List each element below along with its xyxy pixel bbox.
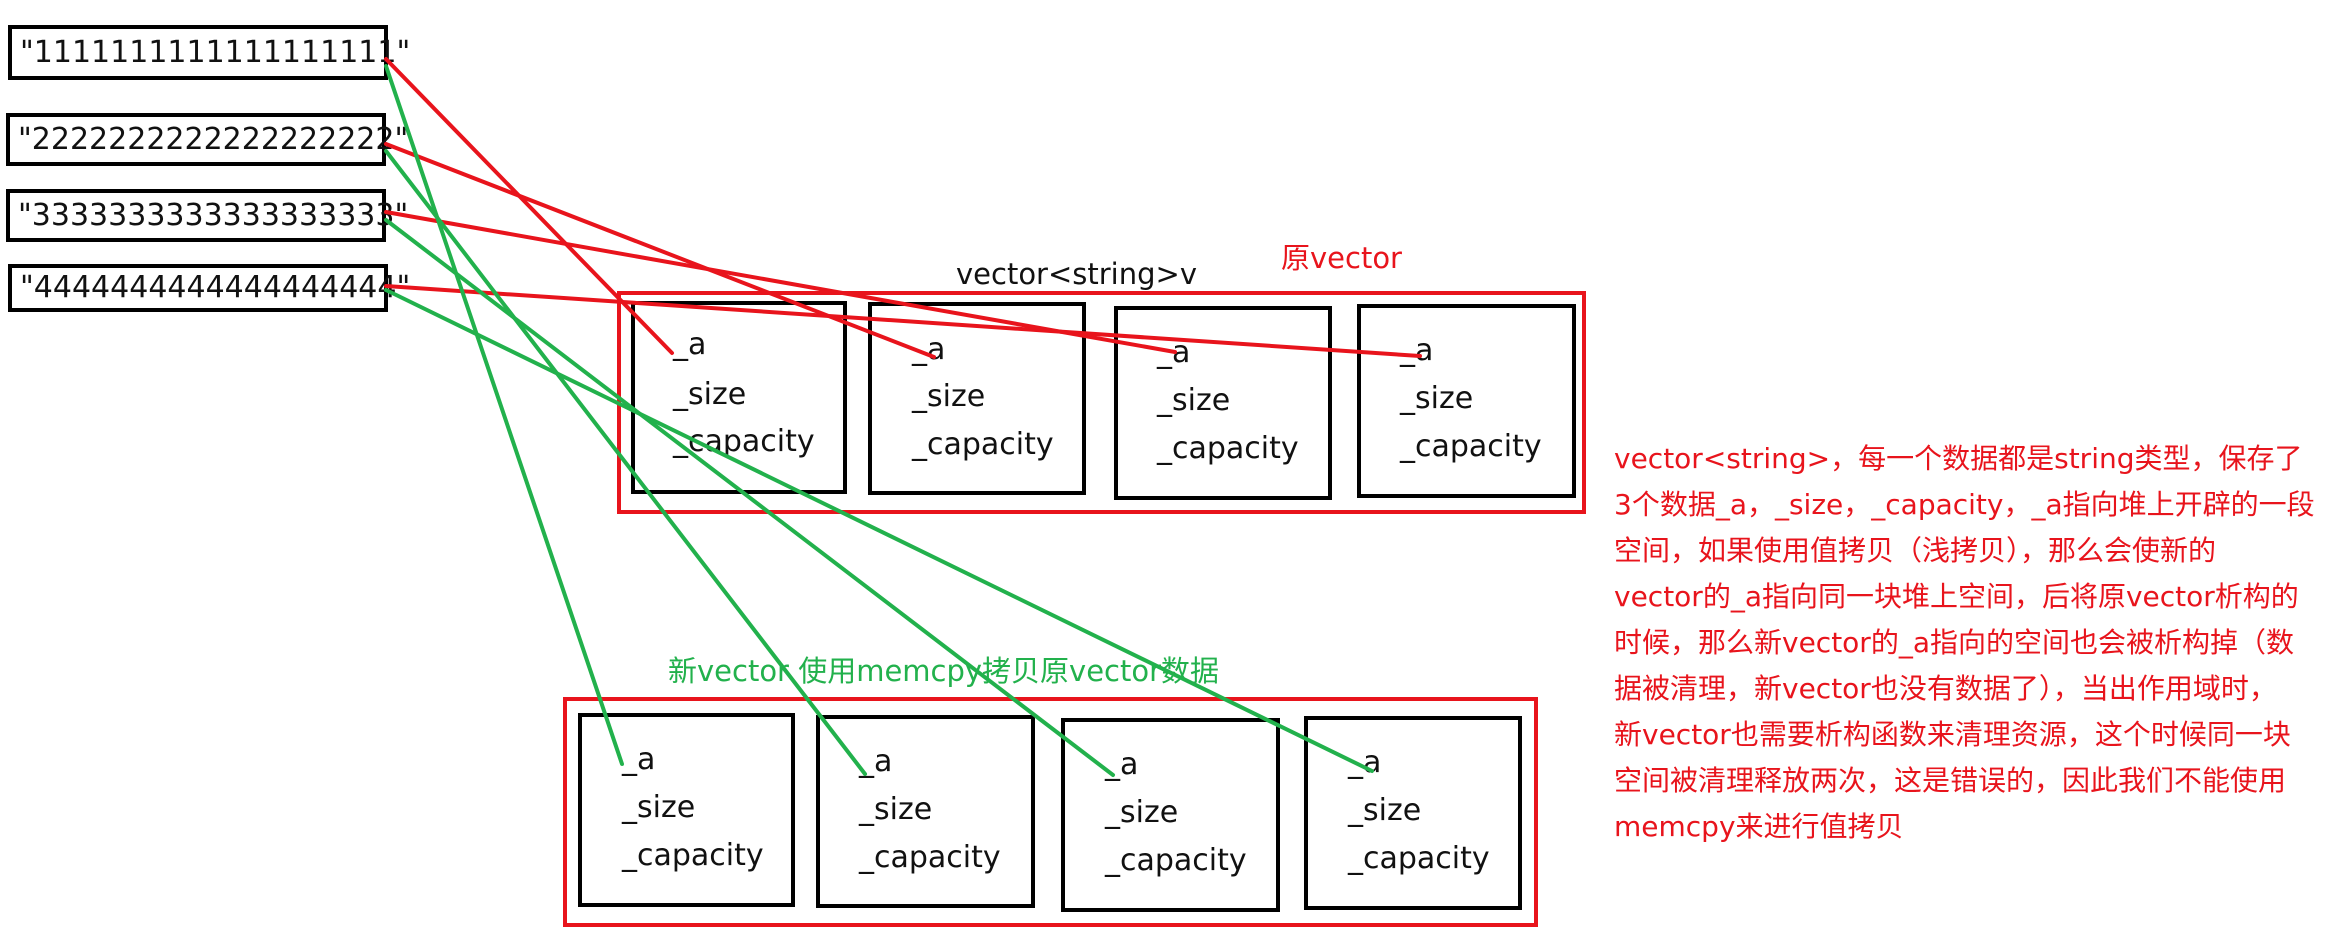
original-vector-label: 原vector: [1281, 241, 1402, 275]
original-cell-4-a: _a: [1400, 333, 1434, 368]
string-box-4: "4444444444444444444": [8, 264, 410, 312]
string-box-3: "3333333333333333333": [6, 189, 408, 242]
note-line-4: vector的_a指向同一块堆上空间，后将原vector析构的: [1614, 580, 2299, 613]
note-line-3: 空间，如果使用值拷贝（浅拷贝），那么会使新的: [1614, 534, 2217, 567]
copy-cell-1-size: _size: [622, 790, 696, 825]
original-cell-2-a: _a: [912, 332, 946, 367]
copy-cell-1-a: _a: [622, 742, 656, 777]
copy-cell-2-size: _size: [859, 792, 933, 827]
original-cell-4-size: _size: [1400, 381, 1474, 416]
copy-cell-4-size: _size: [1348, 793, 1422, 828]
original-cell-1-capacity: _capacity: [673, 424, 815, 459]
note-line-2: 3个数据_a，_size，_capacity，_a指向堆上开辟的一段: [1614, 488, 2315, 521]
copy-cell-3-size: _size: [1105, 795, 1179, 830]
note-line-8: 空间被清理释放两次，这是错误的，因此我们不能使用: [1614, 764, 2287, 797]
copy-pointer-line-1: [384, 64, 624, 766]
original-vector-title: vector<string>v: [956, 257, 1197, 291]
copy-cell-2-a: _a: [859, 744, 893, 779]
copy-cell-4: [1304, 716, 1522, 910]
original-cell-1-a: _a: [673, 327, 707, 362]
original-cell-2-size: _size: [912, 379, 986, 414]
explanation-note: vector<string>，每一个数据都是string类型，保存了 3个数据_…: [1614, 436, 2334, 850]
copy-cell-2-capacity: _capacity: [859, 840, 1001, 875]
string-box-2: "2222222222222222222": [6, 113, 408, 166]
original-cell-4-capacity: _capacity: [1400, 429, 1542, 464]
copy-cell-4-a: _a: [1348, 745, 1382, 780]
note-line-7: 新vector也需要析构函数来清理资源，这个时候同一块: [1614, 718, 2291, 751]
original-cell-3-capacity: _capacity: [1157, 431, 1299, 466]
string-box-1: "1111111111111111111": [8, 25, 410, 80]
original-cell-2-capacity: _capacity: [912, 427, 1054, 462]
string-value-3: "3333333333333333333": [18, 197, 409, 233]
copy-cell-3-a: _a: [1105, 747, 1139, 782]
string-value-1: "1111111111111111111": [20, 34, 411, 70]
copy-cell-1-capacity: _capacity: [622, 838, 764, 873]
string-value-4: "4444444444444444444": [20, 270, 411, 305]
copy-vector-label: 新vector 使用memcpy拷贝原vector数据: [668, 654, 1220, 688]
note-line-5: 时候，那么新vector的_a指向的空间也会被析构掉（数: [1614, 626, 2294, 659]
original-cell-3-a: _a: [1157, 335, 1191, 370]
note-line-9: memcpy来进行值拷贝: [1614, 810, 1904, 843]
note-line-6: 据被清理，新vector也没有数据了），当出作用域时，: [1614, 672, 2277, 705]
note-line-1: vector<string>，每一个数据都是string类型，保存了: [1614, 442, 2303, 475]
string-value-2: "2222222222222222222": [18, 121, 409, 157]
original-cell-1-size: _size: [673, 377, 747, 412]
original-cell-3-size: _size: [1157, 383, 1231, 418]
copy-cell-3-capacity: _capacity: [1105, 843, 1247, 878]
copy-cell-4-capacity: _capacity: [1348, 841, 1490, 876]
